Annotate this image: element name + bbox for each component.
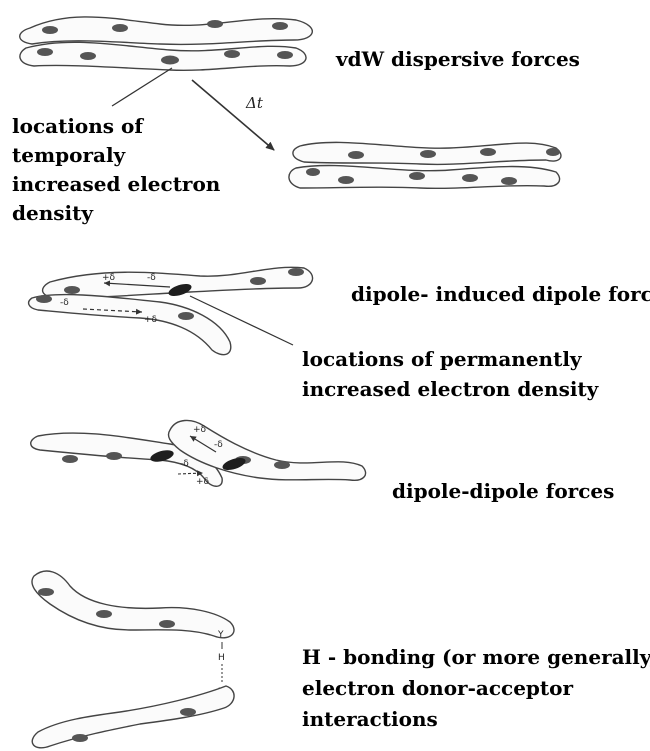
dipole-induced-title: dipole- induced dipole forces	[351, 280, 650, 309]
h-bond-title-line-1: H - bonding (or more generally,	[302, 643, 650, 672]
polar-molecule: +δ -δ	[43, 267, 313, 298]
atom-h: H	[218, 653, 225, 663]
time-step-arrow	[192, 80, 274, 150]
right-charge-plus-delta: +δ	[193, 425, 207, 435]
vdw-callout-line-1: locations of	[12, 112, 143, 141]
induced-charge-minus-delta: -δ	[60, 298, 69, 308]
dipole-dipole-molecule-pair: -δ +δ +δ -δ	[31, 420, 366, 487]
h-bond-molecule-top	[32, 571, 234, 638]
induced-molecule: -δ +δ	[29, 295, 231, 355]
vdw-molecule-pair-later	[289, 142, 561, 188]
vdw-molecule-top	[20, 17, 313, 44]
left-charge-plus-delta: +δ	[196, 477, 210, 487]
dipole-dipole-title: dipole-dipole forces	[392, 477, 614, 506]
vdw-molecule-bottom-later	[289, 165, 560, 188]
dipole-callout-line-1: locations of permanently	[302, 345, 582, 374]
h-bond-title-line-3: interactions	[302, 705, 438, 734]
induced-charge-plus-delta: +δ	[144, 315, 158, 325]
vdw-molecule-top-later	[293, 142, 561, 164]
vdw-callout-line-4: density	[12, 199, 93, 228]
dipole-callout-line-2: increased electron density	[302, 375, 598, 404]
vdw-callout-line	[112, 68, 172, 106]
left-charge-minus-delta: -δ	[180, 459, 189, 469]
right-charge-minus-delta: -δ	[214, 440, 223, 450]
time-step-symbol: Δt	[245, 94, 264, 112]
charge-minus-delta: -δ	[147, 273, 156, 283]
vdw-molecule-bottom	[20, 42, 306, 70]
vdw-title: vdW dispersive forces	[336, 45, 580, 74]
h-bond-molecule-bottom	[32, 686, 234, 748]
vdw-callout-line-3: increased electron	[12, 170, 220, 199]
charge-plus-delta: +δ	[102, 273, 116, 283]
atom-y: Y	[217, 630, 224, 640]
h-bond-title-line-2: electron donor-acceptor	[302, 674, 573, 703]
vdw-callout-line-2: temporaly	[12, 141, 125, 170]
dipole-induced-molecule-pair: +δ -δ -δ +δ	[29, 267, 313, 354]
vdw-molecule-pair-initial	[20, 17, 313, 70]
